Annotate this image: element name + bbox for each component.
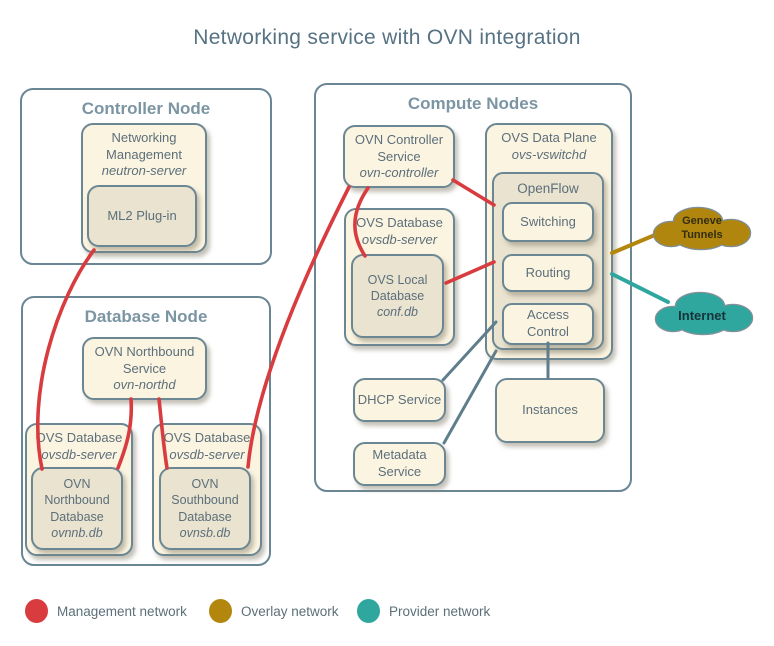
- page-title: Networking service with OVN integration: [193, 26, 581, 49]
- conf-db-label: conf.db: [376, 305, 418, 320]
- ovs-local-database-label: OVS Local Database: [367, 272, 428, 303]
- provider-network-label: Provider network: [389, 604, 491, 619]
- sb-ovs-database-box: OVS Database ovsdb-server OVN Southbound…: [152, 423, 262, 556]
- ml2-plugin-box: ML2 Plug-in: [87, 185, 197, 247]
- compute-ovs-database-label: OVS Database: [356, 215, 443, 230]
- access-control-box: Access Control: [502, 303, 594, 345]
- legend: Management network Overlay network Provi…: [0, 596, 774, 630]
- internet-label: Internet: [678, 308, 726, 323]
- internet-cloud: [654, 291, 754, 336]
- ovn-northbound-database-label: OVN Northbound Database: [44, 477, 110, 524]
- compute-nodes-title: Compute Nodes: [407, 94, 539, 113]
- nb-ovs-database-label: OVS Database: [35, 430, 123, 445]
- database-node-group: Database Node OVN Northbound Service ovn…: [21, 296, 271, 566]
- instances-label: Instances: [522, 402, 578, 418]
- instances-box: Instances: [495, 378, 605, 443]
- database-node-title: Database Node: [84, 307, 208, 326]
- ovn-northbound-service-label: OVN Northbound Service: [94, 344, 195, 376]
- geneve-tunnels-cloud: [652, 206, 752, 251]
- ml2-plugin-label: ML2 Plug-in: [107, 207, 177, 223]
- metadata-service-label: Metadata Service: [372, 447, 427, 479]
- networking-management-box: Networking Management neutron-server ML2…: [81, 123, 207, 253]
- switching-label: Switching: [520, 213, 576, 229]
- openflow-label: OpenFlow: [517, 181, 579, 196]
- nb-ovs-database-box: OVS Database ovsdb-server OVN Northbound…: [25, 423, 133, 556]
- routing-box: Routing: [502, 254, 594, 292]
- provider-network-dot-icon: [357, 599, 380, 623]
- management-network-dot-icon: [25, 599, 48, 623]
- neutron-server-label: neutron-server: [101, 163, 187, 179]
- access-control-label: Access Control: [527, 307, 569, 339]
- controller-node-title: Controller Node: [81, 99, 211, 118]
- ovn-controller-service-box: OVN Controller Service ovn-controller: [343, 125, 455, 188]
- ovn-controller-label: ovn-controller: [359, 165, 439, 181]
- sb-ovsdb-server-label: ovsdb-server: [169, 446, 245, 462]
- ovnsb-db-label: ovnsb.db: [179, 525, 231, 540]
- networking-management-label: Networking Management: [106, 130, 182, 162]
- ovnnb-db-label: ovnnb.db: [51, 525, 103, 540]
- switching-box: Switching: [502, 202, 594, 242]
- geneve-tunnels-label: Geneve Tunnels: [681, 215, 723, 241]
- routing-label: Routing: [525, 264, 571, 280]
- controller-node-group: Controller Node Networking Management ne…: [20, 88, 272, 265]
- dhcp-service-label: DHCP Service: [357, 391, 442, 407]
- ovs-data-plane-label: OVS Data Plane: [501, 130, 597, 145]
- ovn-southbound-database-box: OVN Southbound Database ovnsb.db: [159, 467, 251, 550]
- compute-nodes-group: Compute Nodes OVN Controller Service ovn…: [314, 83, 632, 492]
- compute-ovsdb-server-label: ovsdb-server: [361, 231, 438, 247]
- ovn-northbound-service-box: OVN Northbound Service ovn-northd: [82, 337, 207, 400]
- ovn-northd-label: ovn-northd: [113, 377, 176, 393]
- compute-ovs-database-box: OVS Database ovsdb-server OVS Local Data…: [344, 208, 455, 346]
- ovs-local-database-box: OVS Local Database conf.db: [351, 254, 444, 338]
- ovn-northbound-database-box: OVN Northbound Database ovnnb.db: [31, 467, 123, 550]
- openflow-box: OpenFlow Switching Routing Access Contro…: [492, 172, 604, 350]
- dhcp-service-box: DHCP Service: [353, 378, 446, 422]
- management-network-label: Management network: [57, 604, 187, 619]
- ovs-vswitchd-label: ovs-vswitchd: [511, 146, 587, 162]
- sb-ovs-database-label: OVS Database: [163, 430, 251, 445]
- ovs-data-plane-box: OVS Data Plane ovs-vswitchd OpenFlow Swi…: [485, 123, 613, 360]
- ovn-controller-service-label: OVN Controller Service: [354, 132, 444, 164]
- overlay-network-label: Overlay network: [241, 604, 339, 619]
- metadata-service-box: Metadata Service: [353, 442, 446, 486]
- nb-ovsdb-server-label: ovsdb-server: [41, 446, 117, 462]
- overlay-network-dot-icon: [209, 599, 232, 623]
- ovn-southbound-database-label: OVN Southbound Database: [171, 477, 239, 524]
